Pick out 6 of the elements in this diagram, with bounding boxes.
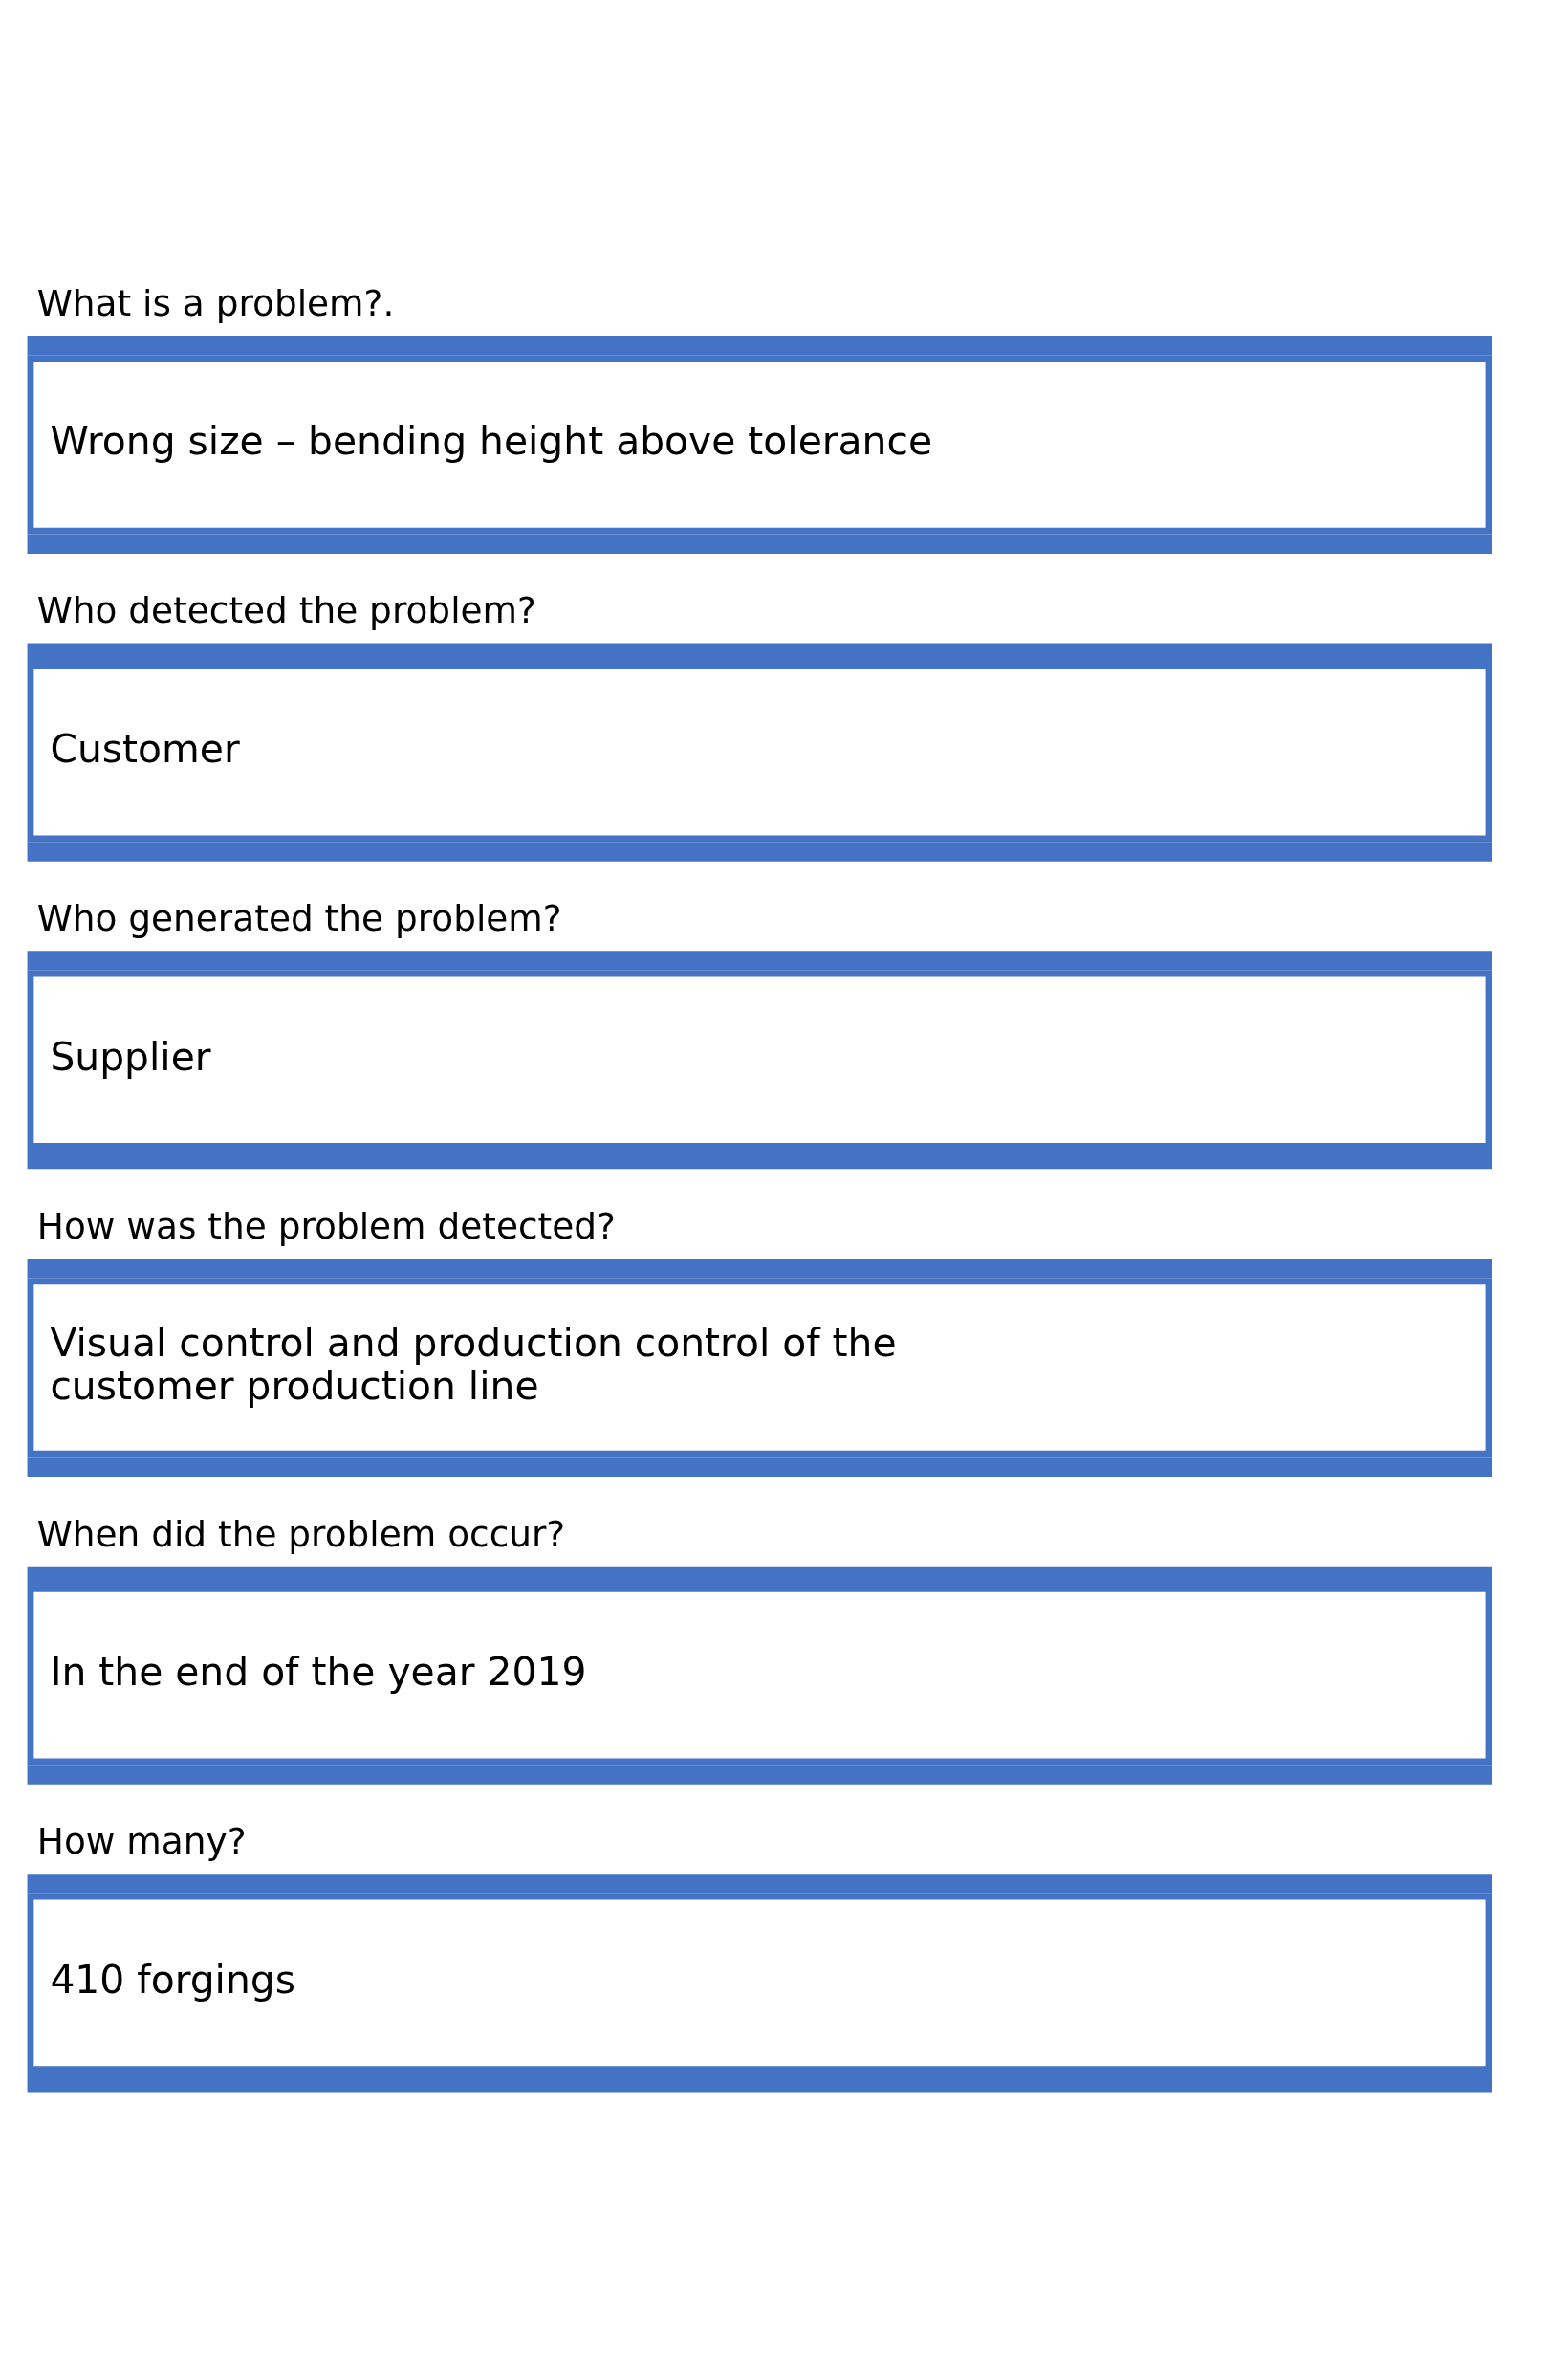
node-label: Who generated the problem?	[36, 897, 562, 940]
node-label: When did the problem occur?	[36, 1512, 566, 1555]
node-label: What is a problem?.	[36, 281, 395, 324]
node-label: How many?	[36, 1820, 247, 1863]
node-label: Who detected the problem?	[36, 589, 536, 632]
node-label: How was the problem detected?	[36, 1204, 616, 1247]
